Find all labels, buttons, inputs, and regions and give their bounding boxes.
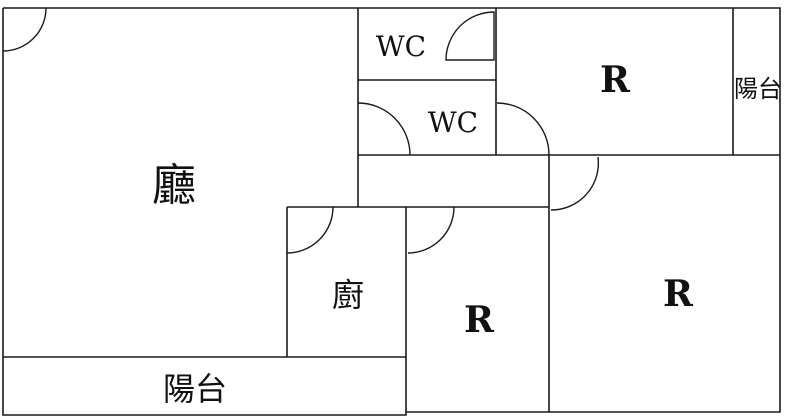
label-bedroom-middle: R xyxy=(464,299,495,341)
label-wc-bottom: WC xyxy=(428,106,478,139)
label-balcony-right: 陽台 xyxy=(734,75,782,103)
door-living-entrance xyxy=(2,7,47,52)
door-wc-bottom xyxy=(357,102,411,156)
label-balcony-bottom: 陽台 xyxy=(163,370,227,408)
outer-wall xyxy=(2,7,781,416)
label-living: 廳 xyxy=(152,160,196,211)
door-wc-top xyxy=(445,11,495,61)
walls xyxy=(2,7,781,416)
room-labels: 廳 廚 WC WC R R R 陽台 陽台 xyxy=(152,30,782,408)
label-bedroom-right: R xyxy=(663,273,694,315)
label-bedroom-top: R xyxy=(600,59,631,101)
door-kitchen xyxy=(286,206,334,254)
doors xyxy=(2,7,600,254)
label-wc-top: WC xyxy=(376,30,426,63)
label-kitchen: 廚 xyxy=(332,276,364,314)
door-bedroom-top xyxy=(496,102,550,156)
door-bedroom-middle xyxy=(407,206,455,254)
door-bedroom-right xyxy=(550,156,600,211)
